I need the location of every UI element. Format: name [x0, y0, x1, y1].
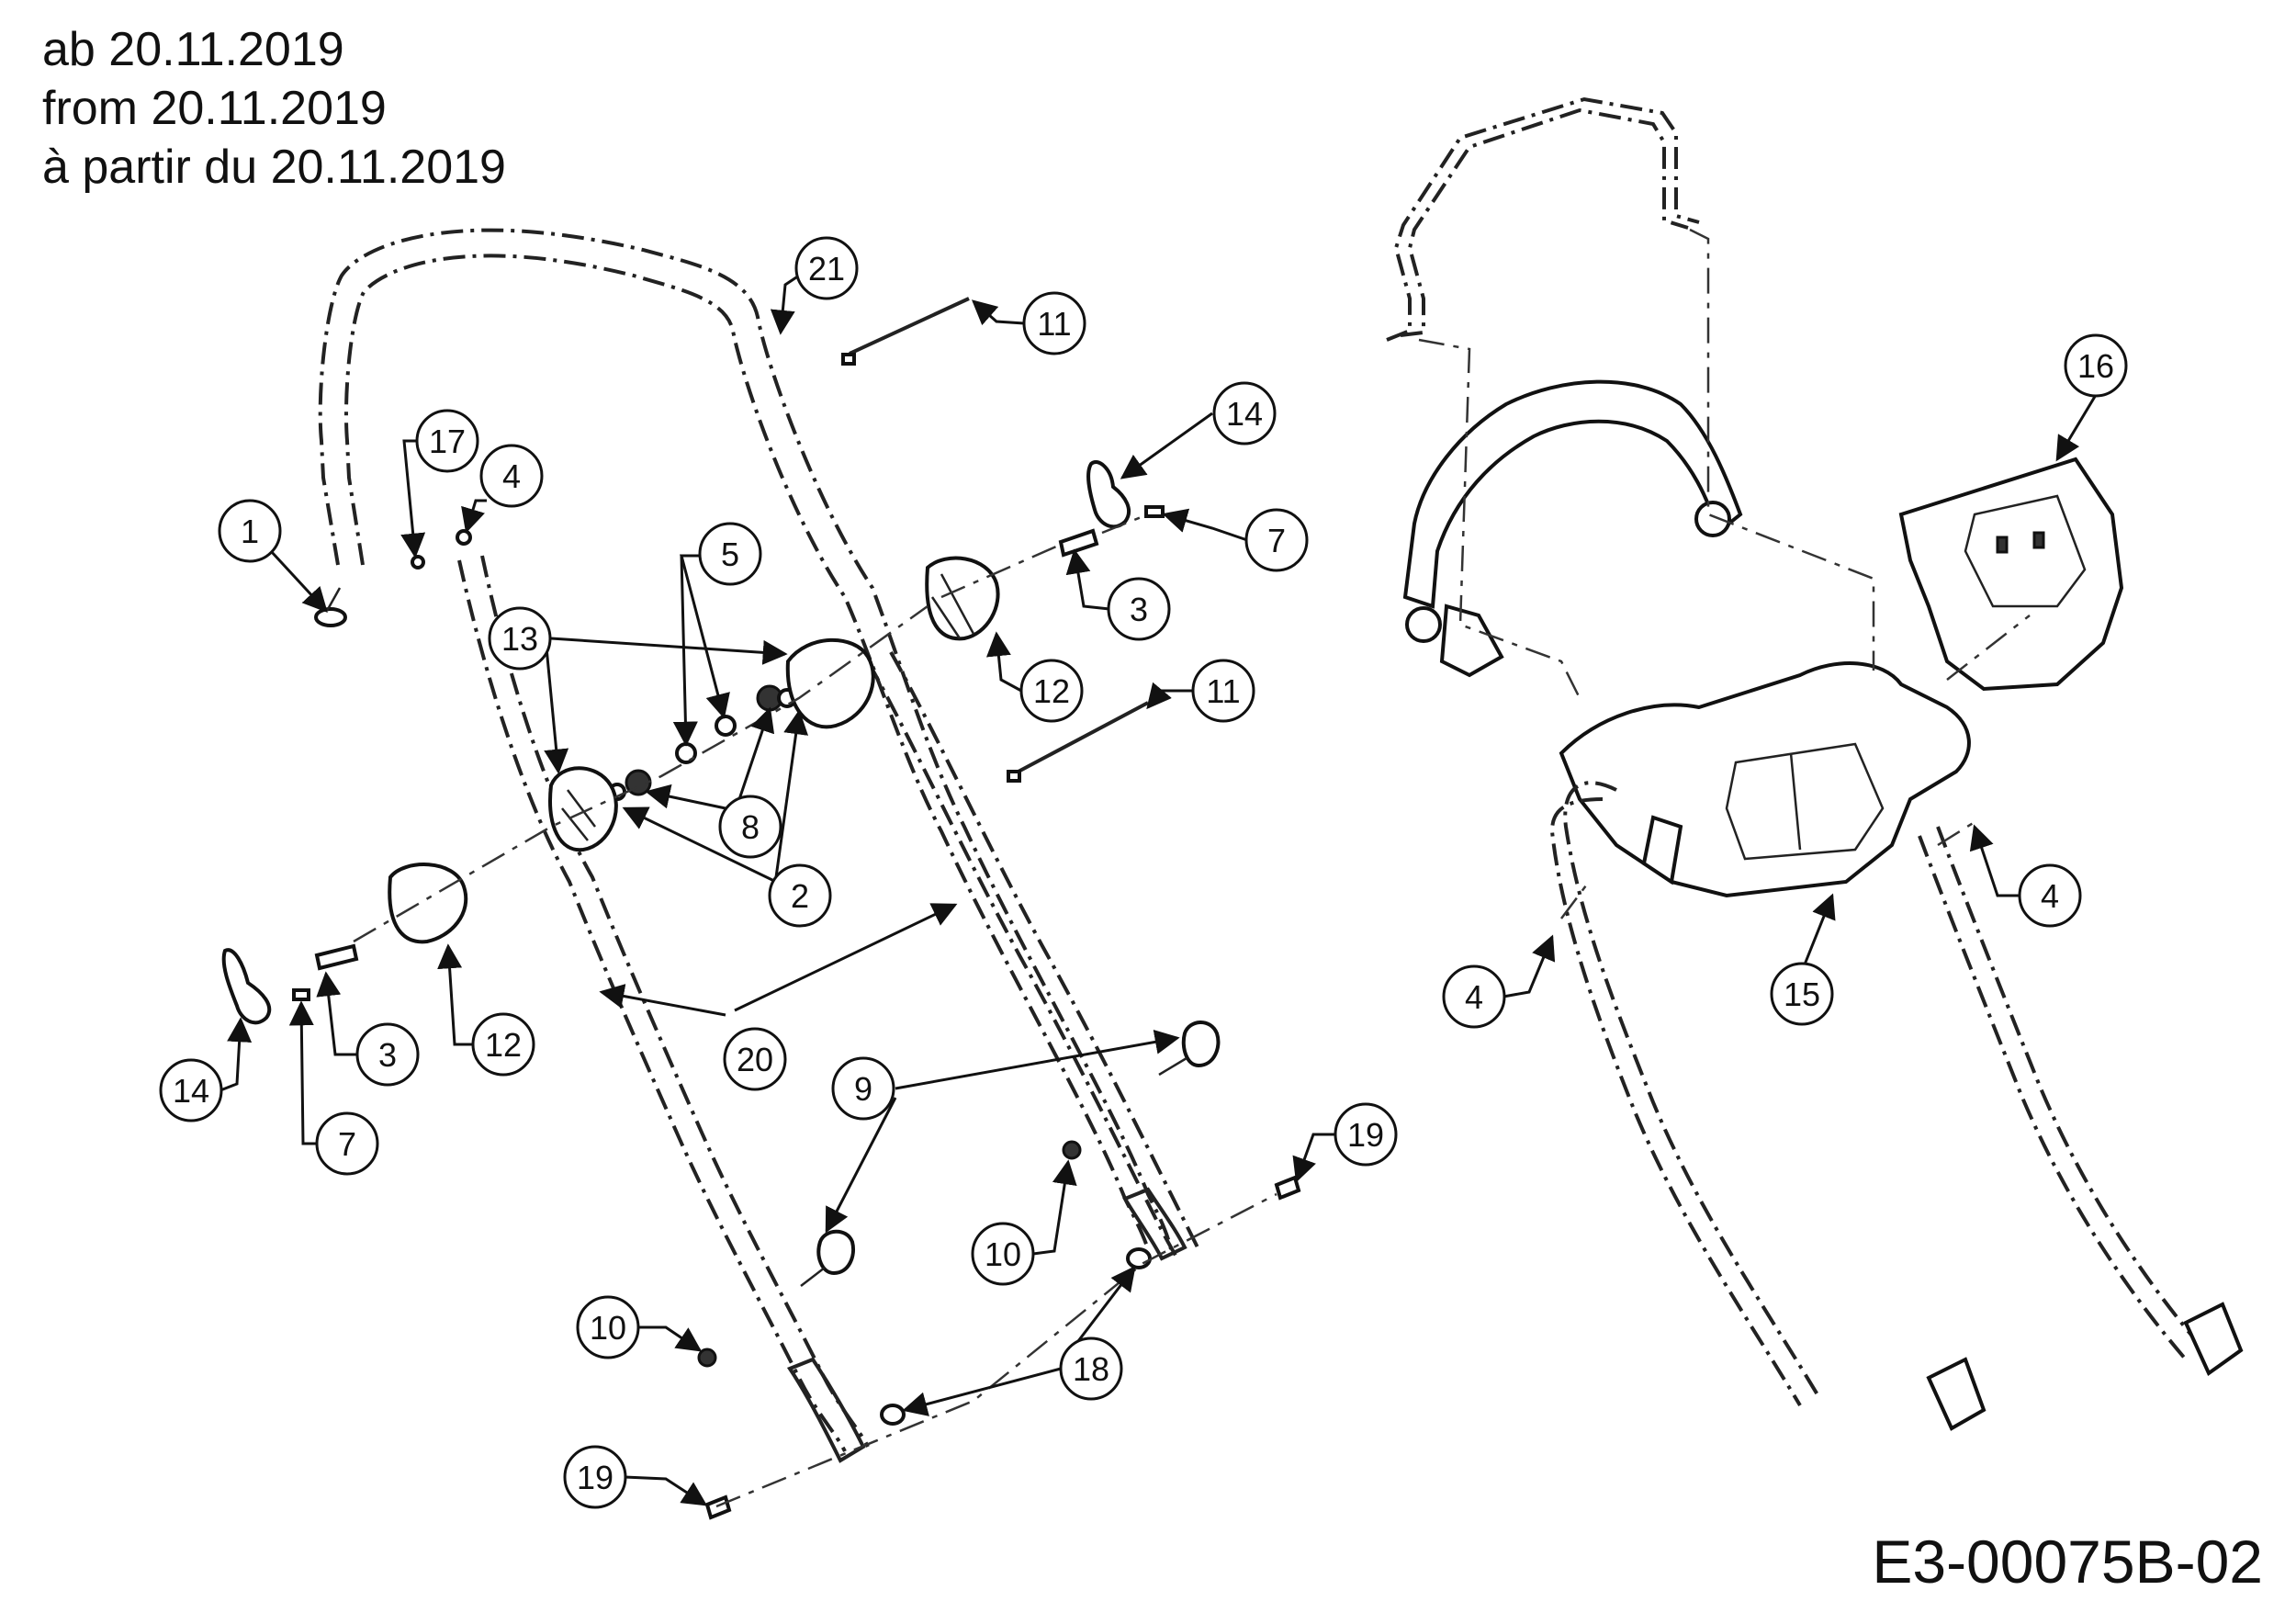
- document-reference: E3-00075B-02: [1872, 1528, 2263, 1596]
- svg-text:7: 7: [1267, 522, 1286, 559]
- svg-text:19: 19: [577, 1459, 613, 1496]
- svg-text:17: 17: [429, 423, 466, 460]
- callout-9: 9: [825, 1029, 1180, 1234]
- callout-18: 18: [902, 1265, 1136, 1416]
- callout-8: 8: [645, 706, 782, 859]
- svg-text:15: 15: [1784, 976, 1820, 1013]
- callout-3-left: 3: [316, 971, 420, 1087]
- callout-4-left: 4: [1442, 934, 1556, 1029]
- svg-text:4: 4: [1465, 978, 1483, 1016]
- svg-text:13: 13: [501, 620, 538, 658]
- hardware-parts: [221, 297, 1301, 1520]
- callout-1: 1: [218, 499, 328, 613]
- callout-19-left: 19: [563, 1445, 708, 1509]
- svg-text:10: 10: [985, 1235, 1021, 1273]
- callout-5: 5: [672, 522, 762, 747]
- date-line-fr: à partir du 20.11.2019: [42, 141, 506, 194]
- callout-12-left: 12: [437, 943, 535, 1077]
- svg-text:12: 12: [1033, 672, 1070, 710]
- callout-6: 4: [461, 444, 544, 534]
- svg-text:21: 21: [808, 250, 845, 288]
- svg-text:8: 8: [741, 808, 760, 846]
- callout-15: 15: [1770, 893, 1836, 1026]
- svg-text:14: 14: [173, 1072, 209, 1110]
- callout-10-mid: 10: [971, 1159, 1077, 1286]
- svg-text:18: 18: [1073, 1350, 1109, 1388]
- date-line-de: ab 20.11.2019: [42, 23, 344, 76]
- svg-text:19: 19: [1347, 1116, 1384, 1154]
- callout-11-top: 11: [971, 291, 1086, 355]
- callout-7-top: 7: [1162, 508, 1309, 572]
- callout-14-top: 14: [1120, 381, 1277, 479]
- date-line-en: from 20.11.2019: [42, 82, 387, 135]
- svg-text:10: 10: [590, 1309, 626, 1347]
- svg-text:4: 4: [2041, 877, 2059, 915]
- svg-text:5: 5: [721, 536, 739, 573]
- svg-text:4: 4: [502, 457, 521, 495]
- callout-19-right: 19: [1292, 1102, 1398, 1183]
- svg-text:12: 12: [485, 1026, 522, 1064]
- svg-text:16: 16: [2077, 347, 2114, 385]
- callout-14-left: 14: [159, 1017, 253, 1122]
- lower-handlebar: [786, 651, 1200, 1463]
- console-cover: [1898, 457, 2124, 692]
- assembly-axes-right: [1418, 228, 2031, 919]
- callout-20: 20: [599, 903, 958, 1091]
- callout-13: 13: [488, 606, 788, 774]
- assembly-axes-left: [353, 513, 1277, 1508]
- top-bail-bar: [1386, 96, 1700, 342]
- svg-text:11: 11: [1037, 305, 1071, 343]
- callout-17: 17: [400, 409, 479, 558]
- svg-text:11: 11: [1206, 672, 1240, 710]
- lower-handle-tubes-right: [1549, 781, 2244, 1431]
- svg-text:7: 7: [338, 1125, 356, 1163]
- callout-21: 21: [770, 236, 859, 335]
- callout-12-top: 12: [985, 631, 1084, 723]
- callout-3-top: 3: [1065, 548, 1171, 641]
- svg-text:9: 9: [854, 1070, 872, 1108]
- callout-10-left: 10: [576, 1295, 703, 1359]
- svg-text:14: 14: [1226, 395, 1263, 433]
- svg-text:1: 1: [241, 513, 259, 550]
- callout-2: 2: [622, 709, 832, 928]
- callout-11-mid: 11: [1146, 659, 1255, 723]
- svg-text:3: 3: [378, 1036, 397, 1074]
- callout-16: 16: [2055, 333, 2128, 462]
- callout-7-left: 7: [288, 1000, 379, 1176]
- bail-lever: [1402, 379, 1743, 678]
- svg-text:20: 20: [737, 1041, 773, 1078]
- control-console: [1559, 661, 1971, 898]
- callout-4-right: 4: [1969, 824, 2082, 928]
- svg-text:3: 3: [1130, 591, 1148, 628]
- svg-text:2: 2: [791, 877, 809, 915]
